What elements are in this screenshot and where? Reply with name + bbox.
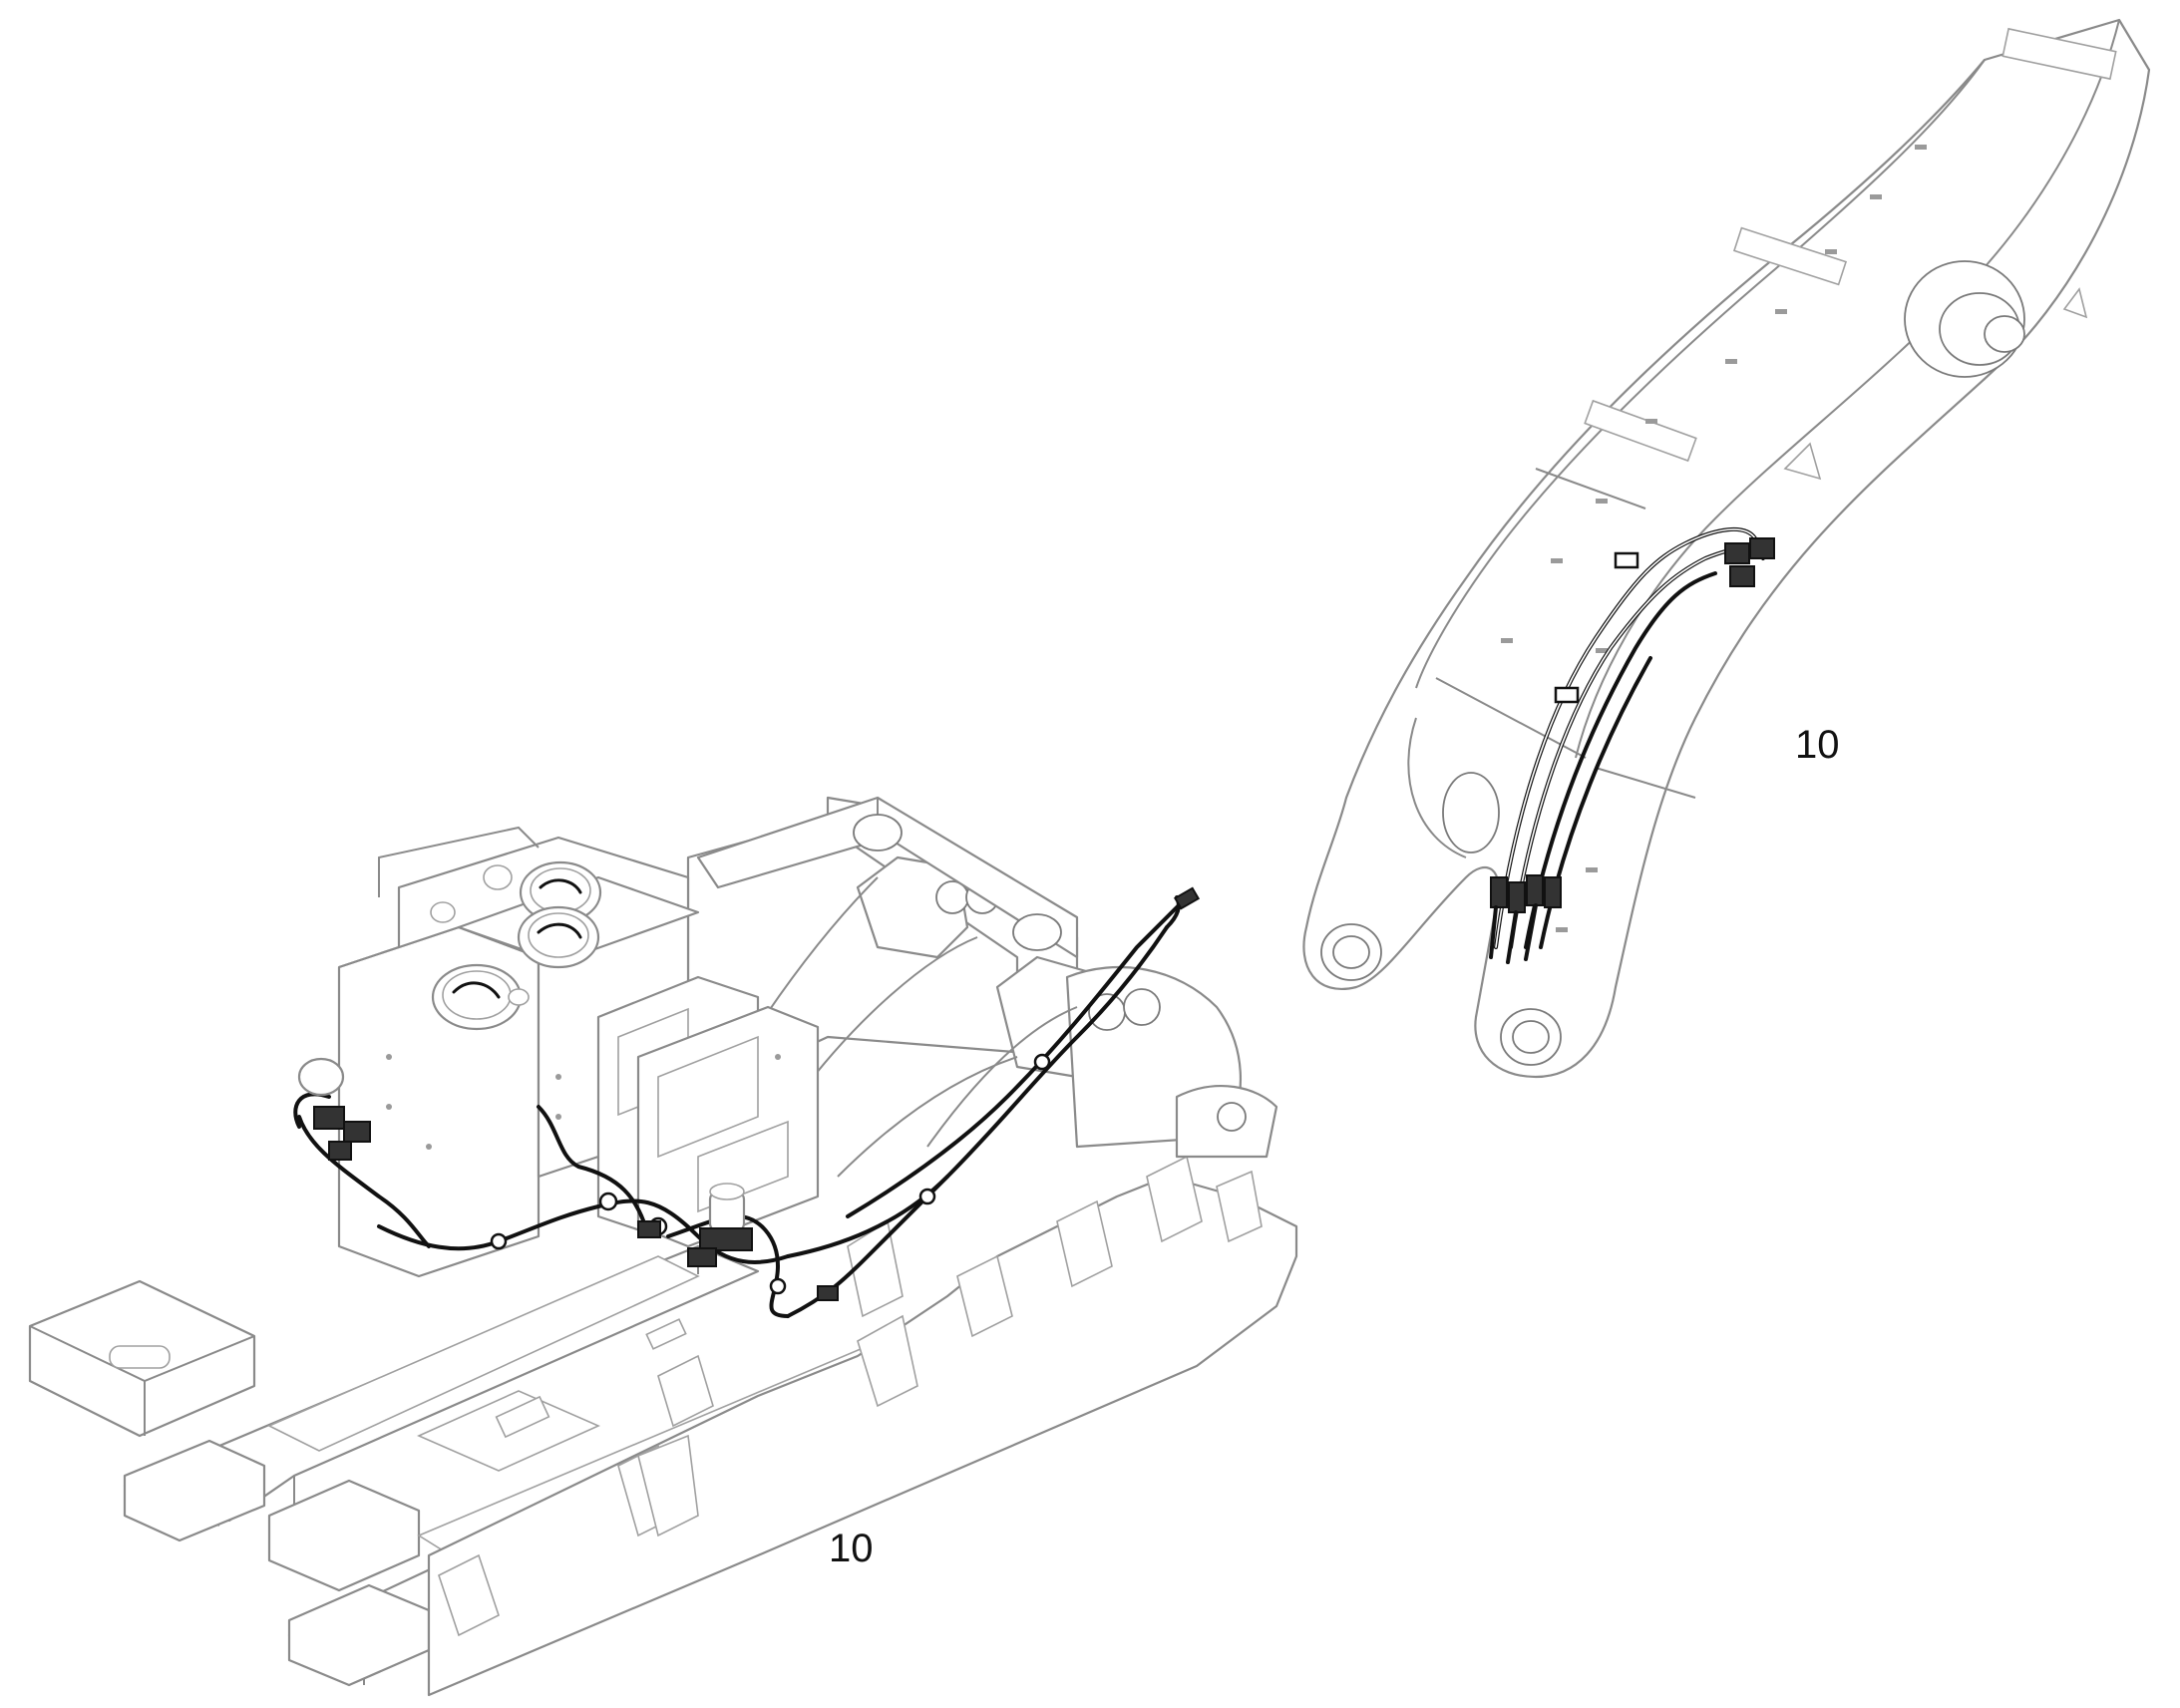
boom-connector-block	[1724, 537, 1775, 587]
tank-unit	[337, 826, 820, 1278]
chassis-harness	[293, 886, 1201, 1318]
solenoid-valve	[687, 1183, 753, 1267]
callout-frame: 10	[829, 1527, 874, 1570]
harness-connector-cluster	[297, 1057, 371, 1161]
boom-hose-bundle	[1489, 526, 1775, 964]
boom-hose-ends	[1489, 874, 1562, 964]
callout-boom: 10	[1795, 723, 1840, 767]
